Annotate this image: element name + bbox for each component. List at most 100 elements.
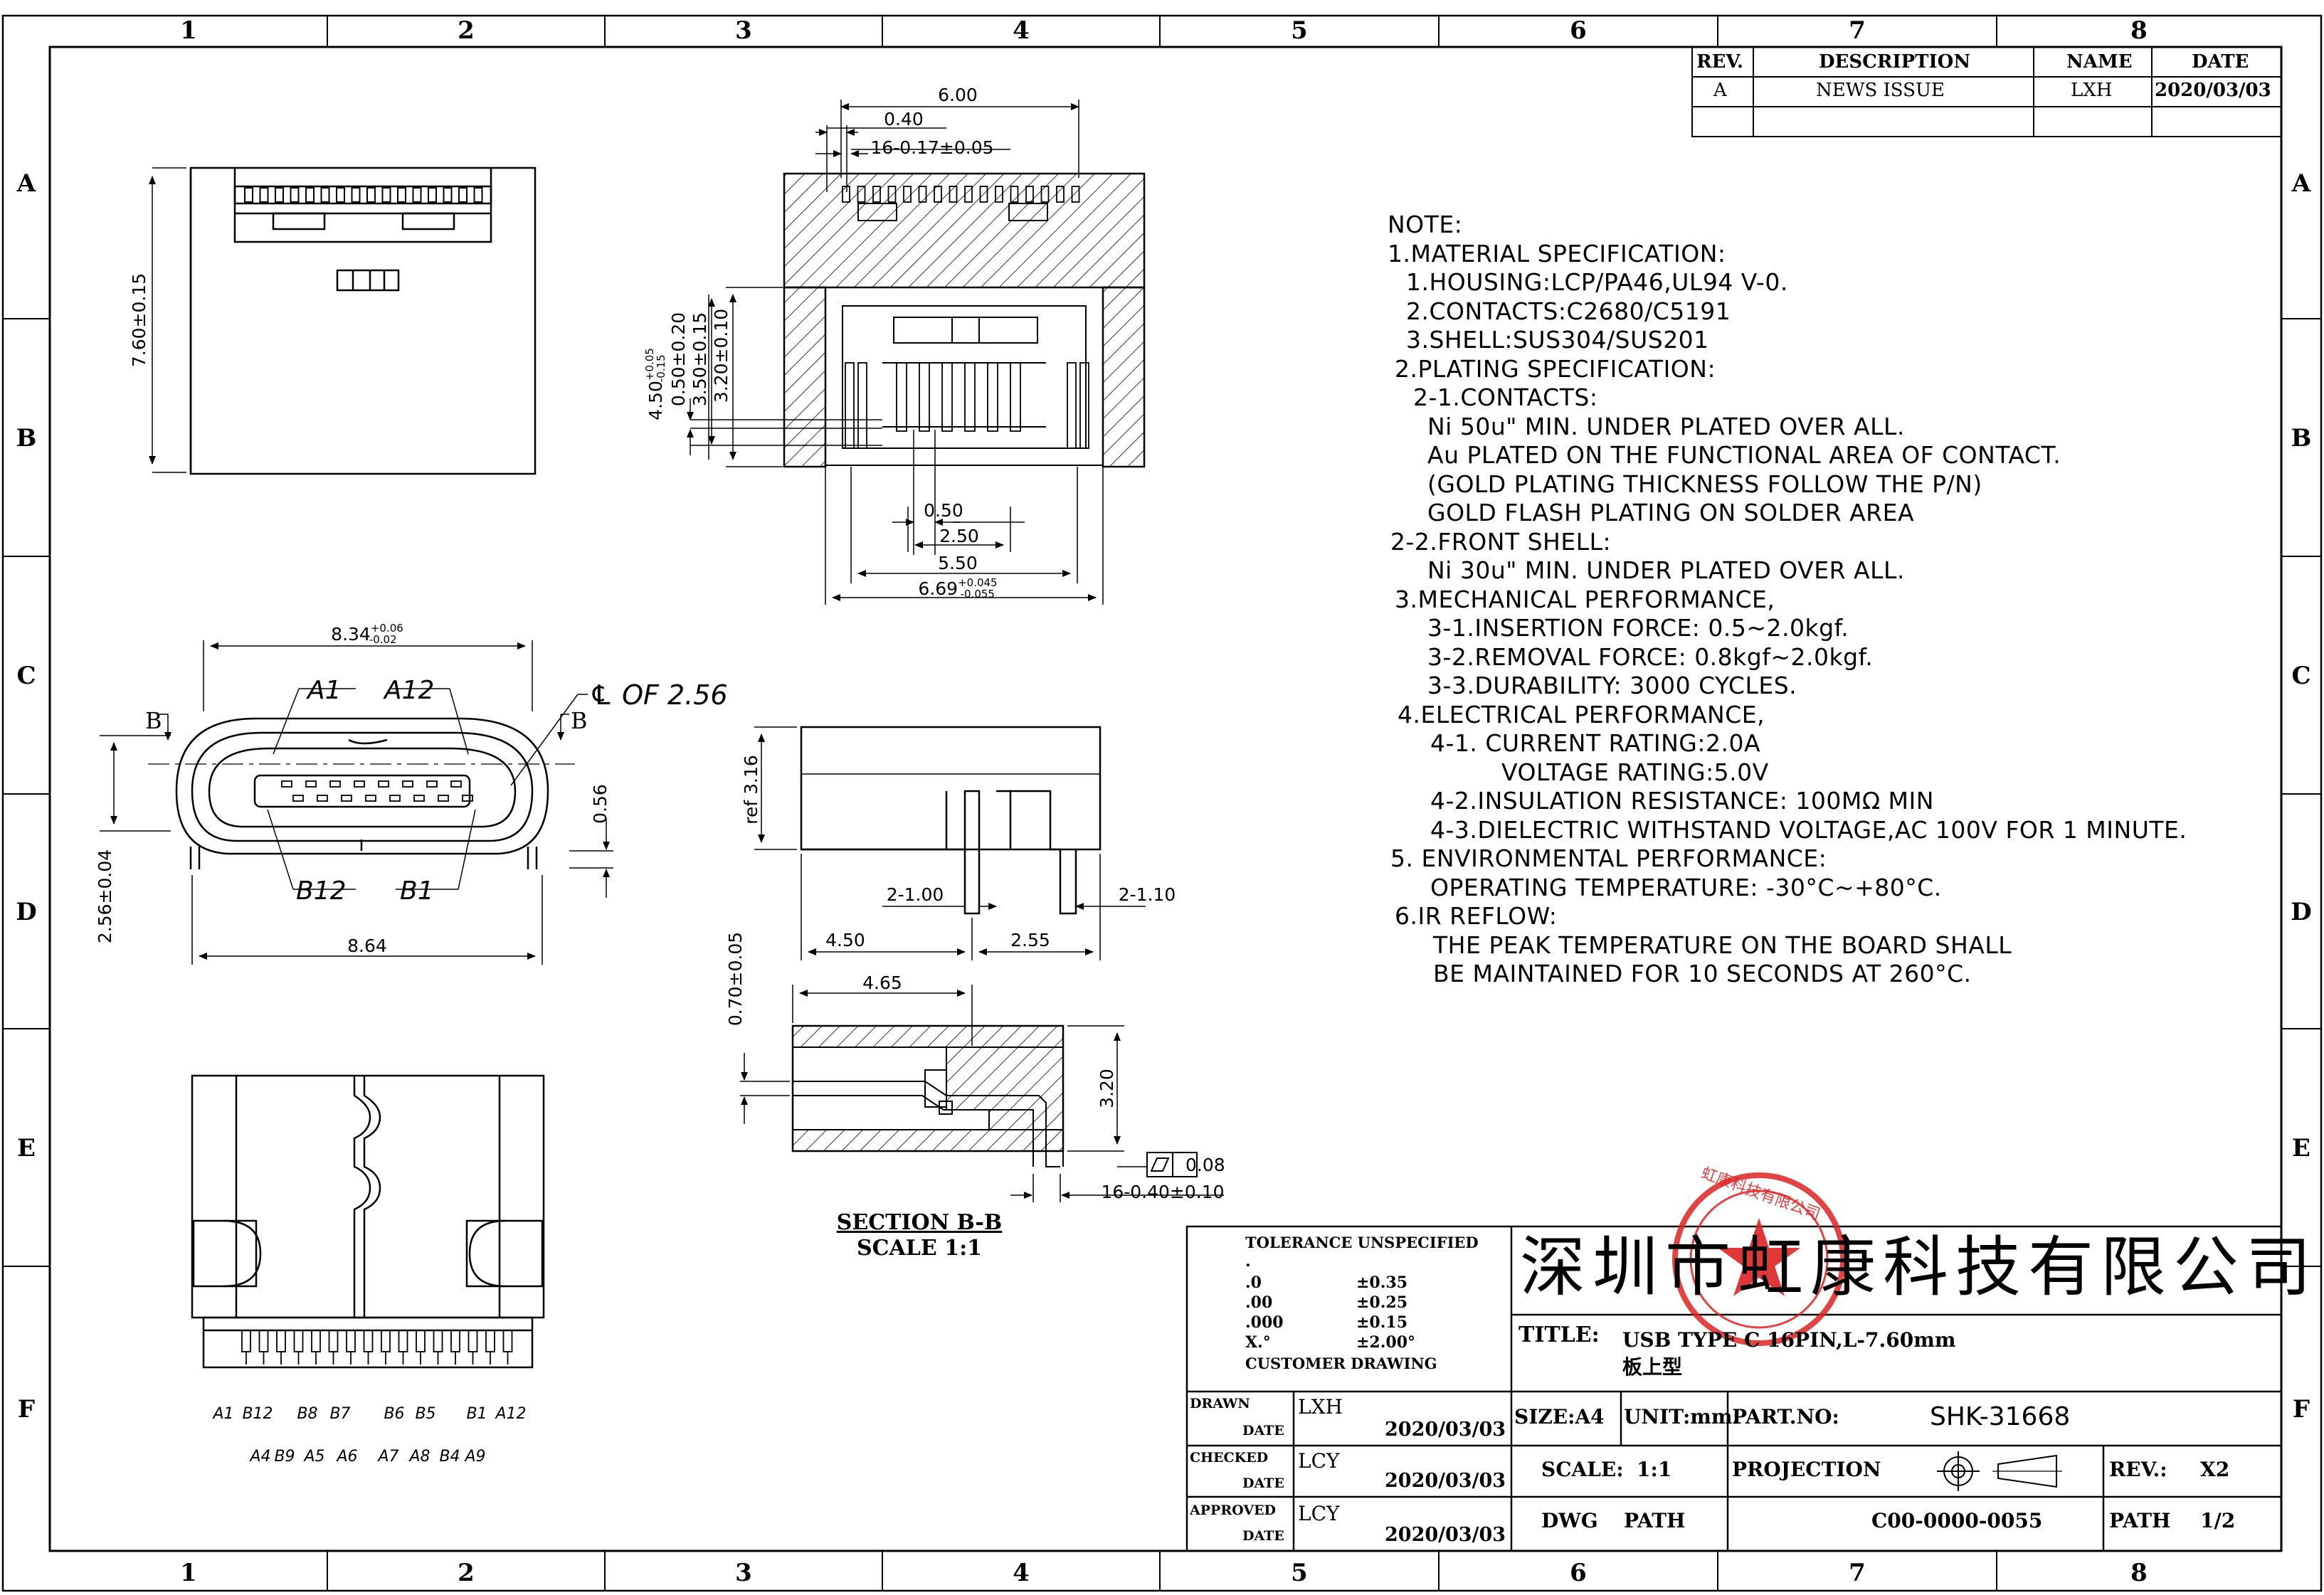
company-stamp	[1672, 1172, 1846, 1346]
side-pin-tooth	[244, 187, 253, 203]
dim-h256: 2.56±0.04	[95, 849, 115, 943]
dim-w550: 5.50	[938, 553, 978, 573]
rev-cell-date: 2020/03/03	[2155, 80, 2271, 101]
company-name: 深圳市虹康科技有限公司	[1520, 1229, 2319, 1305]
approved-label: APPROVED	[1190, 1503, 1277, 1518]
top-pin	[949, 186, 958, 203]
tol-key-1: .0	[1245, 1273, 1262, 1292]
drawn-date-label: DATE	[1242, 1423, 1284, 1438]
grid-ticks	[3, 16, 2321, 1591]
bottom-pin	[276, 1330, 286, 1352]
grid-row-label: C	[16, 662, 36, 690]
checked-date: 2020/03/03	[1385, 1470, 1506, 1492]
size-field: SIZE:A4	[1514, 1405, 1605, 1429]
grid-row-label: E	[2292, 1134, 2310, 1162]
pin-label: B12	[242, 1405, 273, 1423]
checked-date-label: DATE	[1242, 1475, 1284, 1491]
rev-header-description: DESCRIPTION	[1819, 51, 1971, 73]
part-no: SHK-31668	[1930, 1402, 2071, 1431]
side-pin-tooth	[351, 187, 361, 203]
dim-d450: 4.50	[825, 930, 865, 950]
front-contact-top	[450, 780, 462, 788]
grid-column-label: 6	[1570, 1559, 1587, 1587]
dim-pitch: 0.40	[884, 109, 924, 129]
pin-label: A12	[494, 1405, 526, 1423]
tolerance-title: TOLERANCE UNSPECIFIED	[1245, 1234, 1479, 1251]
dim-ref316: ref 3.16	[741, 755, 761, 825]
note-line: 4-1. CURRENT RATING:2.0A	[1430, 729, 1761, 757]
right-side-dimensions	[754, 726, 1146, 960]
grid-column-label: 6	[1570, 16, 1587, 45]
dim-w250: 2.50	[939, 526, 979, 546]
note-line: 2.CONTACTS:C2680/C5191	[1406, 297, 1731, 325]
side-pin-tooth	[381, 187, 391, 203]
side-pin-tooth	[290, 187, 300, 203]
dim-h450: 4.50+0.05-0.15	[643, 348, 667, 420]
top-pin	[903, 186, 912, 203]
top-side-contact	[1067, 362, 1077, 449]
dim-pins: 16-0.17±0.05	[870, 137, 993, 158]
grid-column-label: 2	[458, 1559, 475, 1587]
pin-label-a1: A1	[306, 676, 342, 705]
pin-label: B1	[466, 1405, 487, 1423]
front-contact-top	[305, 780, 317, 788]
part-no-label: PART.NO:	[1732, 1405, 1839, 1429]
bottom-pin	[293, 1330, 304, 1352]
top-view-dimensions	[687, 100, 1104, 605]
tol-val-2: ±0.25	[1356, 1293, 1408, 1312]
unit-field: UNIT:mm.	[1624, 1405, 1740, 1429]
note-line: VOLTAGE RATING:5.0V	[1501, 758, 1769, 786]
dwg-number: C00-0000-0055	[1871, 1509, 2043, 1532]
scale-label: SCALE:	[1541, 1458, 1624, 1481]
front-contact-bottom	[341, 795, 352, 802]
rev-cell-rev: A	[1713, 80, 1727, 101]
pin-label: A7	[376, 1448, 398, 1466]
dwg-path-label: PATH	[1624, 1509, 1686, 1532]
side-pin-tooth	[412, 187, 422, 203]
tol-key-3: .000	[1245, 1313, 1284, 1332]
section-title: SECTION B-B	[837, 1210, 1003, 1235]
side-pin-tooth	[443, 187, 453, 203]
bottom-pin	[485, 1330, 495, 1352]
note-line: 1.MATERIAL SPECIFICATION:	[1388, 239, 1726, 267]
note-line: 3.SHELL:SUS304/SUS201	[1406, 326, 1709, 354]
projection-symbol	[1937, 1451, 2062, 1491]
top-pin	[1025, 186, 1034, 203]
bottom-view-pins	[241, 1330, 513, 1365]
side-pin-tooth	[275, 187, 284, 203]
side-pin-tooth	[458, 187, 468, 203]
top-side-contact	[1079, 362, 1089, 449]
rev-label: REV.:	[2109, 1458, 2167, 1481]
section-mark-left: B	[145, 707, 162, 734]
dim-pins-sec: 16-0.40±0.10	[1101, 1182, 1224, 1202]
grid-column-label: 1	[180, 1559, 197, 1587]
grid-row-label: B	[16, 424, 37, 452]
note-line: BE MAINTAINED FOR 10 SECONDS AT 260°C.	[1433, 960, 1972, 987]
title-line2: 板上型	[1622, 1355, 1683, 1379]
customer-drawing: CUSTOMER DRAWING	[1245, 1355, 1437, 1372]
section-bb-view	[791, 1024, 1065, 1167]
approved-date: 2020/03/03	[1385, 1524, 1506, 1546]
dim-top-width: 6.00	[938, 85, 978, 105]
front-view-contacts	[281, 780, 473, 802]
grid-column-label: 2	[458, 16, 475, 45]
grid-row-label: F	[2293, 1395, 2310, 1424]
bottom-pin	[346, 1330, 356, 1352]
front-contact-top	[402, 780, 413, 788]
front-contact-top	[354, 780, 365, 788]
drawn-label: DRAWN	[1190, 1396, 1250, 1411]
bottom-pin	[381, 1330, 391, 1352]
tol-val-1: ±0.35	[1356, 1273, 1408, 1292]
bottom-pin	[468, 1330, 478, 1352]
tol-key-2: .00	[1245, 1293, 1273, 1312]
drawn-by: LXH	[1298, 1395, 1343, 1419]
note-line: 2.PLATING SPECIFICATION:	[1395, 354, 1716, 383]
dim-d320: 3.20	[1097, 1069, 1117, 1108]
bottom-pin	[328, 1330, 339, 1352]
dim-w669: 6.69+0.045-0.055	[918, 576, 997, 600]
top-pin	[887, 186, 897, 203]
note-line: GOLD FLASH PLATING ON SOLDER AREA	[1427, 499, 1915, 526]
top-view	[783, 172, 1146, 468]
dim-w050: 0.50	[924, 500, 963, 521]
